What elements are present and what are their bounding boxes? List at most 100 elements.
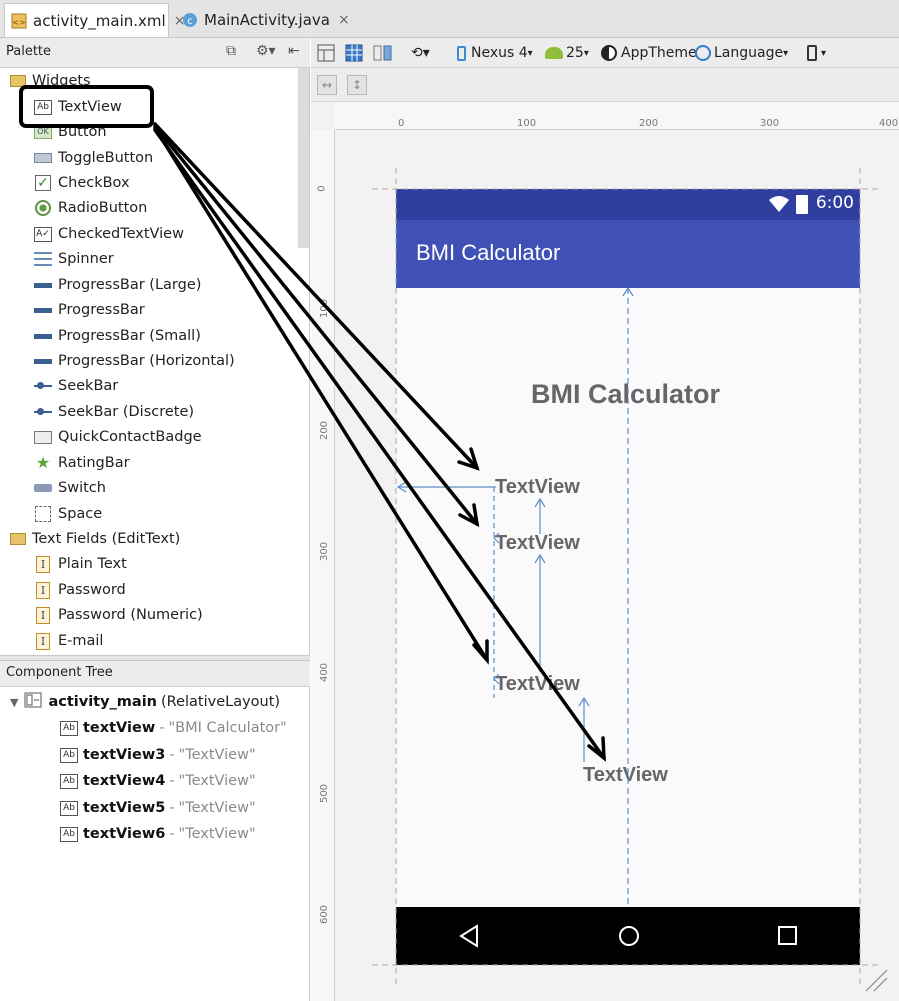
- expand-arrow-icon[interactable]: ▼: [10, 695, 19, 709]
- palette-item-progressbar[interactable]: ProgressBar: [34, 298, 145, 322]
- device-selector[interactable]: Nexus 4▾: [457, 42, 533, 64]
- palette-scrollbar[interactable]: [298, 68, 309, 248]
- palette-title: Palette: [6, 44, 52, 59]
- tree-item-textview5[interactable]: Ab textView5-"TextView": [60, 796, 256, 820]
- component-text: "TextView": [178, 800, 256, 816]
- both-views-icon[interactable]: [373, 42, 393, 64]
- phone-preview[interactable]: 6:00 BMI Calculator BMI Calculator TextV…: [396, 189, 860, 965]
- palette-item-space[interactable]: Space: [34, 502, 102, 526]
- textview-bmi-calculator[interactable]: BMI Calculator: [531, 379, 721, 409]
- tree-item-textview[interactable]: Ab textView-"BMI Calculator": [60, 716, 287, 740]
- expand-vertical-icon[interactable]: ↕: [347, 75, 367, 95]
- globe-icon: [695, 45, 711, 61]
- palette-item-togglebutton[interactable]: ToggleButton: [34, 146, 153, 170]
- component-id: textView: [83, 720, 156, 736]
- palette-item-radiobutton[interactable]: RadioButton: [34, 196, 147, 220]
- palette-item-password[interactable]: I Password: [34, 578, 126, 602]
- textview6[interactable]: TextView: [583, 764, 668, 786]
- svg-text:<>: <>: [12, 18, 25, 27]
- group-label: Text Fields (EditText): [32, 531, 181, 547]
- java-class-icon: c: [182, 12, 198, 28]
- back-icon[interactable]: [458, 924, 480, 952]
- app-bar: BMI Calculator: [396, 220, 860, 288]
- blueprint-view-icon[interactable]: [345, 42, 363, 64]
- item-label: RatingBar: [58, 455, 130, 471]
- textview3[interactable]: TextView: [495, 476, 580, 498]
- seekbar-icon: [34, 408, 52, 416]
- palette-item-spinner[interactable]: Spinner: [34, 247, 114, 271]
- separator: -: [169, 826, 175, 842]
- home-icon[interactable]: [617, 924, 641, 952]
- orientation-icon[interactable]: ⟲▾: [411, 45, 430, 61]
- status-bar: 6:00: [396, 189, 860, 220]
- component-id: textView3: [83, 747, 166, 763]
- palette-item-progressbar-large[interactable]: ProgressBar (Large): [34, 273, 201, 297]
- design-view-icon[interactable]: [317, 42, 335, 64]
- horizontal-ruler: 0 100 200 300 400: [335, 102, 899, 130]
- language-selector[interactable]: Language▾: [695, 42, 788, 64]
- item-label: E-mail: [58, 633, 104, 649]
- gear-icon[interactable]: ⚙▾: [256, 43, 276, 59]
- item-label: Plain Text: [58, 556, 127, 572]
- api-label: 25: [566, 45, 584, 61]
- tree-item-textview6[interactable]: Ab textView6-"TextView": [60, 822, 256, 846]
- expand-horizontal-icon[interactable]: ↔: [317, 75, 337, 95]
- text-field-icon: I: [36, 581, 50, 599]
- switch-icon: [34, 484, 52, 492]
- ruler-label: 600: [319, 904, 331, 925]
- tree-root-activity-main[interactable]: ▼ activity_main (RelativeLayout): [10, 690, 280, 714]
- palette-group-widgets[interactable]: Widgets: [10, 69, 91, 93]
- palette-item-quickcontactbadge[interactable]: QuickContactBadge: [34, 425, 202, 449]
- device-frame-selector[interactable]: ▾: [807, 42, 826, 64]
- item-label: Button: [58, 124, 107, 140]
- close-tab-icon[interactable]: ×: [173, 12, 186, 29]
- palette-item-ratingbar[interactable]: ★RatingBar: [34, 451, 130, 475]
- tab-mainactivity-java[interactable]: c MainActivity.java ×: [176, 3, 350, 37]
- design-toolbar: ⟲▾ Nexus 4▾ 25▾ AppTheme Language▾ ▾: [311, 38, 899, 68]
- group-label: Widgets: [32, 73, 91, 89]
- progressbar-icon: [34, 333, 52, 339]
- theme-label: AppTheme: [621, 45, 697, 61]
- item-label: CheckBox: [58, 175, 130, 191]
- tree-item-textview3[interactable]: Ab textView3-"TextView": [60, 743, 256, 767]
- item-label: Switch: [58, 480, 106, 496]
- close-tab-icon[interactable]: ×: [337, 12, 350, 28]
- item-label: Password: [58, 582, 126, 598]
- tab-activity-main-xml[interactable]: <> activity_main.xml ×: [4, 3, 185, 37]
- ruler-label: 0: [316, 185, 328, 192]
- theme-selector[interactable]: AppTheme: [601, 42, 697, 64]
- textview4[interactable]: TextView: [495, 532, 580, 554]
- folder-icon: [10, 533, 26, 545]
- checked-textview-icon: A✓: [34, 226, 52, 242]
- device-label: Nexus 4: [471, 45, 528, 61]
- palette-item-checkbox[interactable]: ✓CheckBox: [34, 171, 130, 195]
- separator: -: [169, 800, 175, 816]
- root-type: (RelativeLayout): [161, 694, 281, 710]
- textview5[interactable]: TextView: [495, 673, 580, 695]
- palette-group-text-fields[interactable]: Text Fields (EditText): [10, 527, 180, 551]
- palette-item-seekbar-discrete[interactable]: SeekBar (Discrete): [34, 400, 194, 424]
- textview-icon: Ab: [60, 747, 78, 763]
- ruler-label: 400: [319, 662, 331, 683]
- api-level-selector[interactable]: 25▾: [545, 42, 589, 64]
- palette-item-seekbar[interactable]: SeekBar: [34, 374, 118, 398]
- palette-item-switch[interactable]: Switch: [34, 476, 106, 500]
- textview-icon: Ab: [60, 800, 78, 816]
- chevron-down-icon: ▾: [527, 47, 533, 59]
- app-title: BMI Calculator: [416, 240, 561, 265]
- palette-item-checkedtextview[interactable]: A✓CheckedTextView: [34, 222, 184, 246]
- progressbar-icon: [34, 307, 52, 313]
- item-label: QuickContactBadge: [58, 429, 202, 445]
- design-secondary-toolbar: ↔ ↕: [311, 68, 899, 102]
- tree-item-textview4[interactable]: Ab textView4-"TextView": [60, 769, 256, 793]
- collapse-icon[interactable]: ⧉: [226, 43, 236, 59]
- palette-item-progressbar-small[interactable]: ProgressBar (Small): [34, 324, 201, 348]
- palette-item-progressbar-horizontal[interactable]: ProgressBar (Horizontal): [34, 349, 235, 373]
- hide-panel-icon[interactable]: ⇤: [288, 43, 300, 59]
- recents-icon[interactable]: [777, 925, 799, 951]
